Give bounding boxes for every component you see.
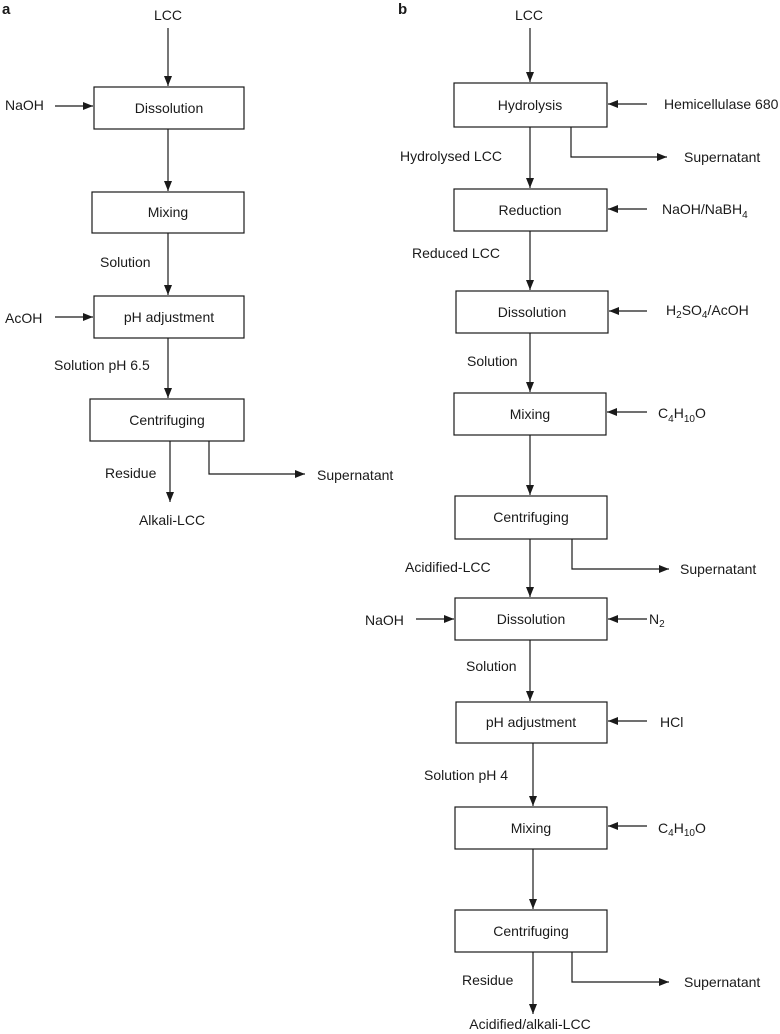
panel-a-label: a xyxy=(2,1,11,18)
b-solution-ph-label: Solution pH 4 xyxy=(424,767,508,783)
arrow-b-supernatant-2 xyxy=(571,539,669,573)
b-h2so4-acoh-label: H2SO4/AcOH xyxy=(666,302,749,321)
b-dissolution-2-label: Dissolution xyxy=(497,611,565,627)
b-dissolution-2-box: Dissolution xyxy=(454,597,608,641)
b-ph-adjustment-label: pH adjustment xyxy=(486,714,576,730)
b-supernatant-3-label: Supernatant xyxy=(684,974,760,990)
panel-b-input-lcc: LCC xyxy=(515,7,543,23)
b-naoh-nabh4-label: NaOH/NaBH4 xyxy=(662,201,748,221)
b-centrifuging-1-box: Centrifuging xyxy=(454,495,608,540)
b-mixing-1-label: Mixing xyxy=(510,406,550,422)
a-acoh-label: AcOH xyxy=(5,310,42,326)
b-residue-label: Residue xyxy=(462,972,514,988)
a-residue-label: Residue xyxy=(105,465,157,481)
panel-b-label: b xyxy=(398,1,407,18)
b-supernatant-1-label: Supernatant xyxy=(684,149,760,165)
b-centrifuging-2-label: Centrifuging xyxy=(493,923,569,939)
a-solution-label: Solution xyxy=(100,254,151,270)
b-output-label: Acidified/alkali-LCC xyxy=(469,1016,590,1032)
b-supernatant-2-label: Supernatant xyxy=(680,561,756,577)
b-c4h10o-2-label: C4H10O xyxy=(658,820,706,839)
panel-a-input-lcc: LCC xyxy=(154,7,182,23)
a-solution-ph-label: Solution pH 6.5 xyxy=(54,357,150,373)
b-reduction-box: Reduction xyxy=(453,188,608,232)
a-mixing-label: Mixing xyxy=(148,204,188,220)
b-mixing-2-label: Mixing xyxy=(511,820,551,836)
b-hemicellulase-label: Hemicellulase 680 xyxy=(664,96,779,112)
b-naoh-label: NaOH xyxy=(365,612,404,628)
a-dissolution-box: Dissolution xyxy=(93,86,245,130)
arrow-b-supernatant-1 xyxy=(570,127,667,161)
a-centrifuging-label: Centrifuging xyxy=(129,412,205,428)
a-dissolution-label: Dissolution xyxy=(135,100,203,116)
a-mixing-box: Mixing xyxy=(91,191,245,234)
b-hcl-label: HCl xyxy=(660,714,683,730)
b-hydrolysed-lcc-label: Hydrolysed LCC xyxy=(400,148,502,164)
b-centrifuging-2-box: Centrifuging xyxy=(454,909,608,953)
b-reduced-lcc-label: Reduced LCC xyxy=(412,245,500,261)
b-mixing-1-box: Mixing xyxy=(453,392,607,436)
b-dissolution-1-box: Dissolution xyxy=(455,290,609,334)
b-c4h10o-1-label: C4H10O xyxy=(658,405,706,425)
b-solution-2-label: Solution xyxy=(466,658,517,674)
b-hydrolysis-box: Hydrolysis xyxy=(453,82,608,128)
arrow-b-supernatant-3 xyxy=(571,952,669,986)
b-acidified-lcc-label: Acidified-LCC xyxy=(405,559,491,575)
a-supernatant-label: Supernatant xyxy=(317,467,393,483)
b-dissolution-1-label: Dissolution xyxy=(498,304,566,320)
b-mixing-2-box: Mixing xyxy=(454,806,608,850)
b-solution-1-label: Solution xyxy=(467,353,518,369)
arrow-a-supernatant xyxy=(208,441,305,478)
b-reduction-label: Reduction xyxy=(498,202,561,218)
a-centrifuging-box: Centrifuging xyxy=(89,398,245,442)
a-naoh-label: NaOH xyxy=(5,97,44,113)
b-centrifuging-1-label: Centrifuging xyxy=(493,509,569,525)
a-ph-adjustment-label: pH adjustment xyxy=(124,309,214,325)
b-n2-label: N2 xyxy=(649,611,665,630)
a-output-label: Alkali-LCC xyxy=(139,512,205,528)
b-hydrolysis-label: Hydrolysis xyxy=(498,97,563,113)
a-ph-adjustment-box: pH adjustment xyxy=(93,295,245,339)
b-ph-adjustment-box: pH adjustment xyxy=(455,701,608,744)
